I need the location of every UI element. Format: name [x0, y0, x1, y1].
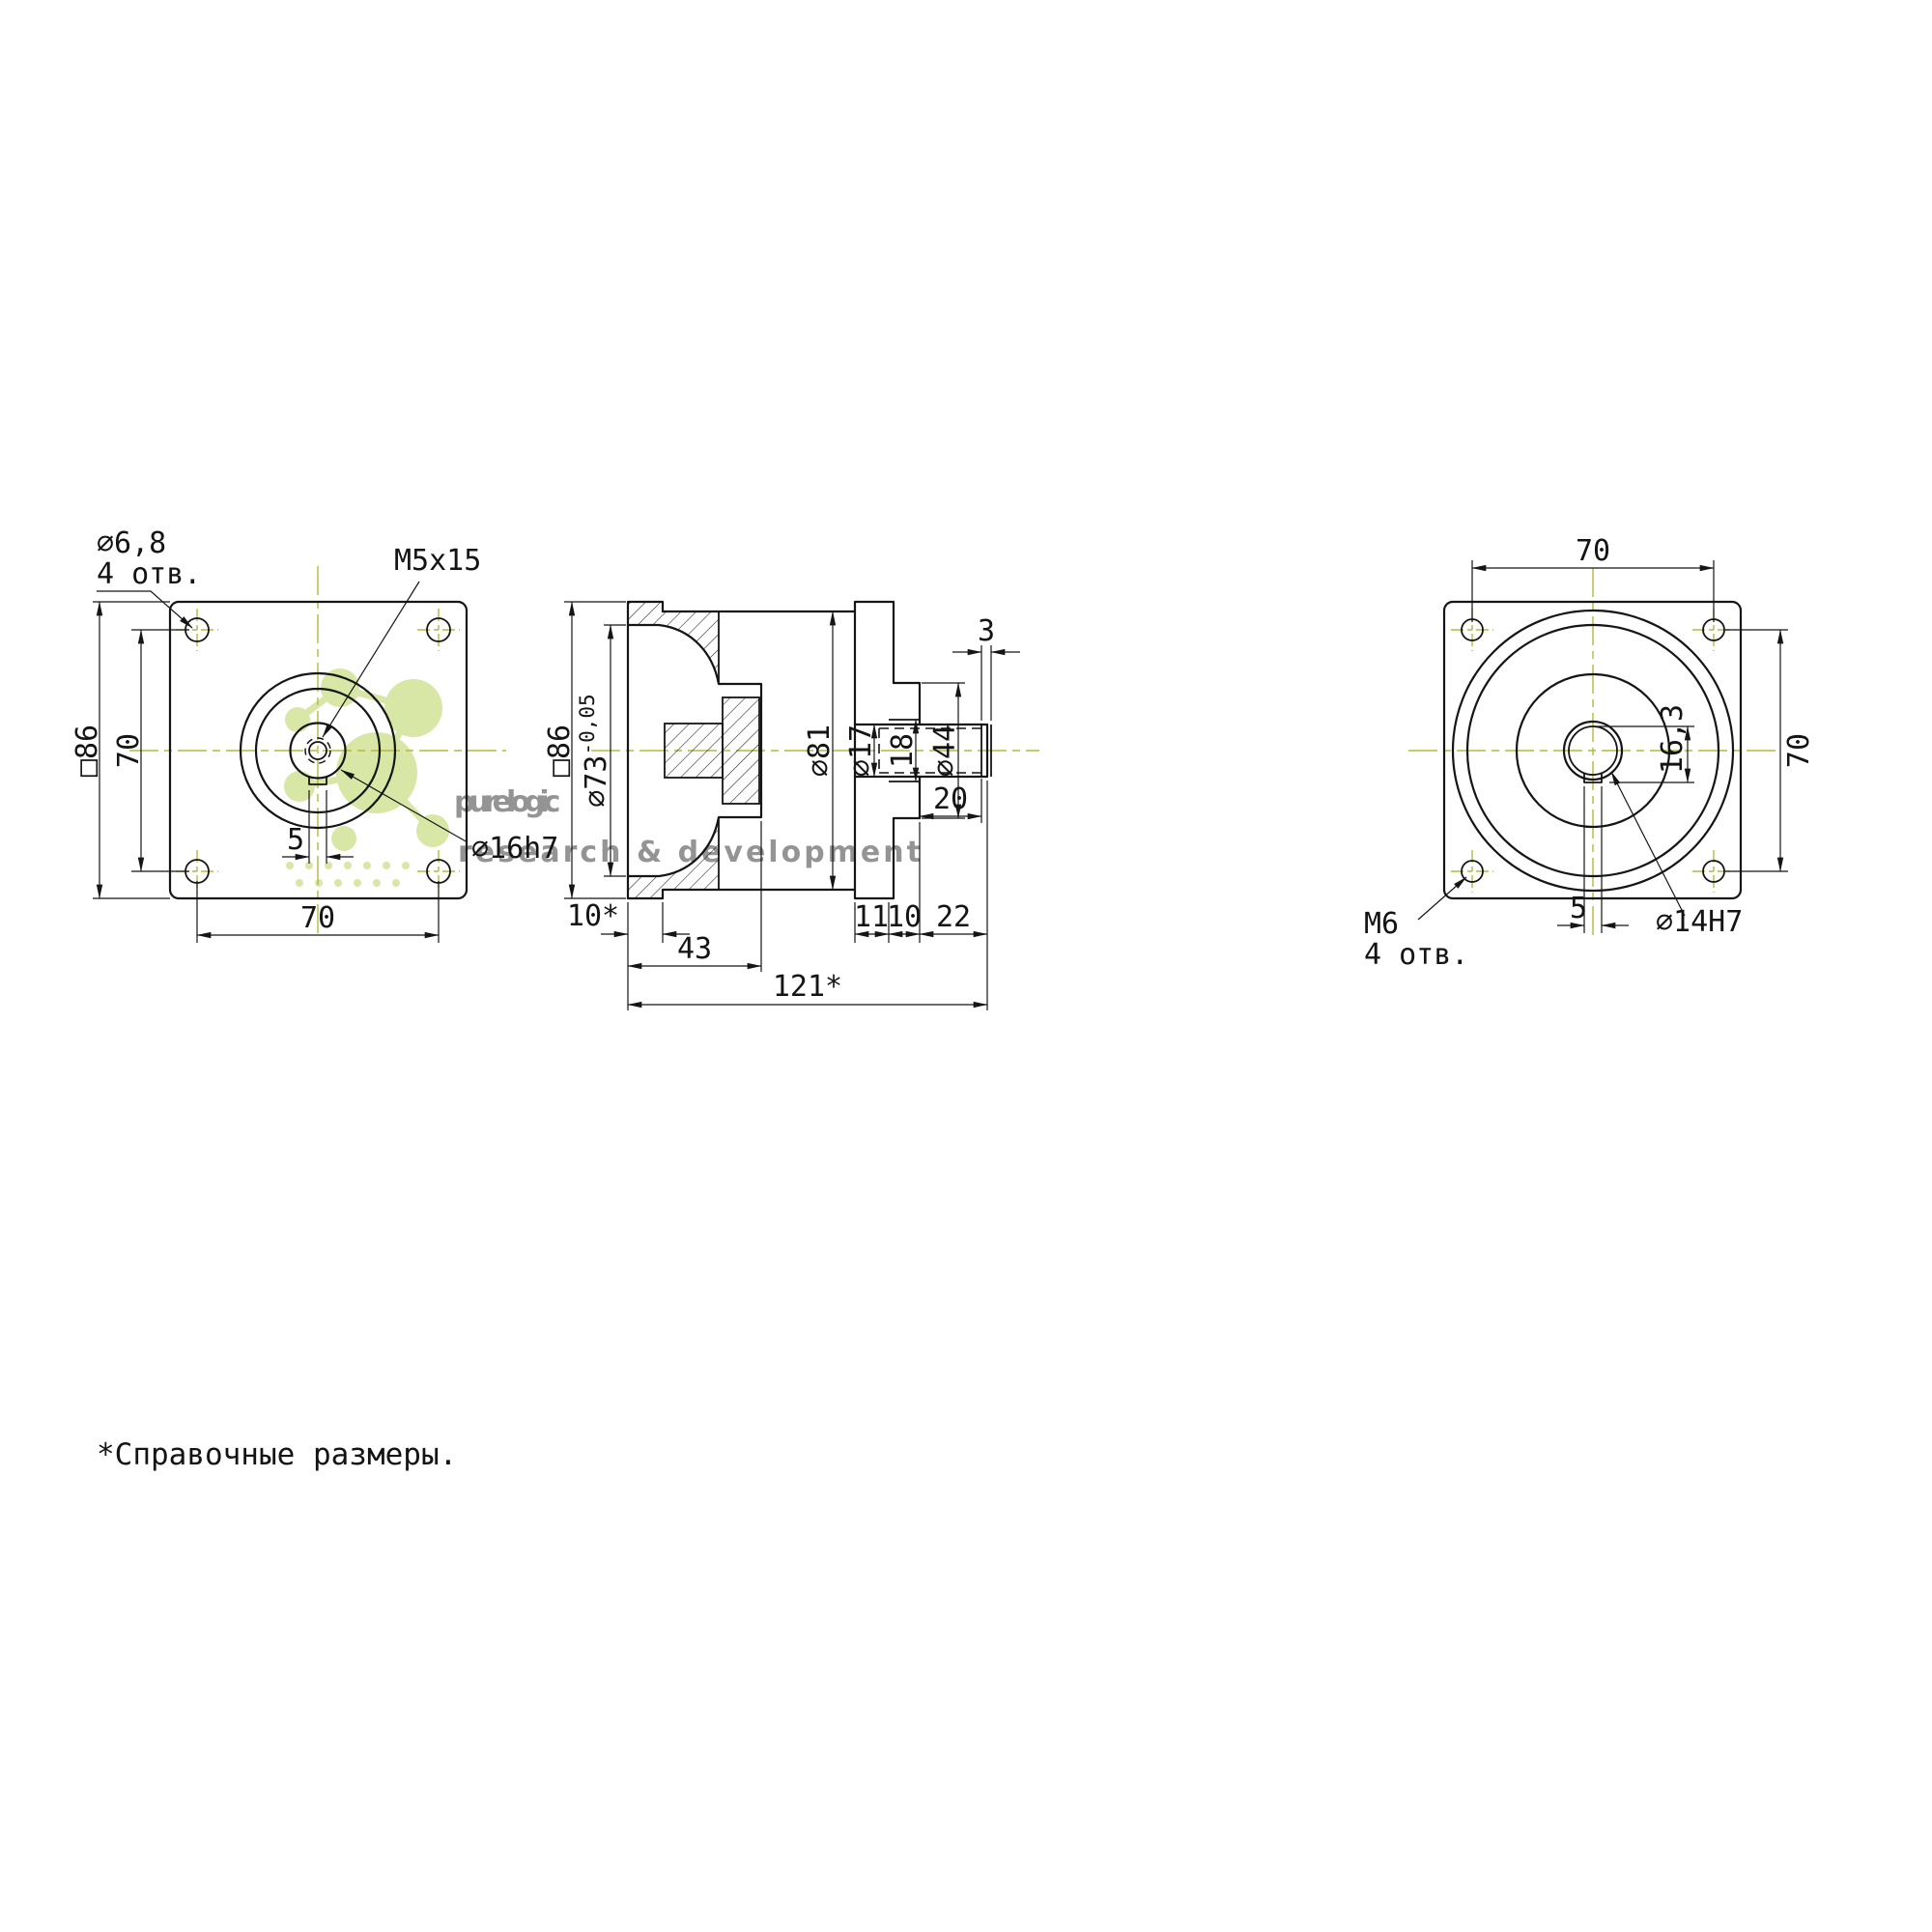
front-hole-crosshairs	[176, 609, 460, 893]
section-coupling-disc	[722, 696, 760, 805]
front-shaft-circle	[289, 722, 347, 780]
dim-section-body: ⌀81	[803, 724, 837, 777]
front-thread-circle	[304, 737, 331, 764]
dim-section-pilot: ⌀73-0,05	[576, 694, 613, 807]
section-shaft-outline	[853, 723, 989, 779]
molecule-node	[416, 814, 449, 847]
dim-section-boss: ⌀44	[928, 724, 962, 777]
watermark-molecule-dots	[284, 668, 449, 887]
front-view: □86 70 70 5 ⌀6,8 4 отв. M5x15 ⌀16h7	[71, 526, 558, 943]
back-body-circle	[1451, 609, 1735, 893]
pilot-dia-tolerance: -0,05	[576, 694, 599, 754]
section-groove-lines	[980, 724, 992, 777]
molecule-node	[384, 679, 442, 737]
back-keyway	[1583, 773, 1603, 783]
dim-section-hub: 18	[886, 733, 920, 768]
dim-section-pilot-depth: 10*	[567, 899, 619, 933]
section-cavity-outline	[626, 623, 763, 878]
section-housing-outline	[626, 600, 857, 900]
back-pilot-circle	[1465, 623, 1720, 878]
callout-back-bore: ⌀14H7	[1656, 905, 1743, 939]
back-shaft-circle	[1562, 720, 1624, 781]
back-corner-hole	[1461, 860, 1484, 883]
dim-front-key-width: 5	[287, 823, 304, 857]
front-boss-circle-outer	[239, 671, 397, 830]
front-centerlines	[129, 566, 506, 935]
front-keyway	[308, 777, 327, 785]
front-callouts: ⌀6,8 4 отв. M5x15 ⌀16h7	[97, 526, 558, 866]
front-flange-outline	[168, 600, 469, 900]
dim-section-groove-width: 3	[978, 614, 995, 648]
watermark: purelogic research & development	[284, 668, 921, 887]
front-boss-circle-inner	[254, 687, 382, 814]
back-boss-circle	[1515, 672, 1671, 829]
callout-front-shaft: ⌀16h7	[471, 832, 558, 866]
back-hole-crosshairs	[1451, 609, 1735, 893]
dim-section-square: □86	[543, 724, 577, 777]
leader-back-thread	[1417, 876, 1467, 921]
dim-front-spacing-h: 70	[300, 901, 335, 935]
callout-front-thread: M5x15	[394, 544, 481, 578]
section-view: □86 ⌀73-0,05 ⌀81 ⌀17 18 ⌀44 3 20 10* 11 …	[543, 600, 1039, 1010]
section-dimensions: □86 ⌀73-0,05 ⌀81 ⌀17 18 ⌀44 3 20 10* 11 …	[543, 601, 1020, 1010]
dim-back-key-depth: 16,3	[1656, 704, 1690, 774]
front-dimensions: □86 70 70 5	[71, 601, 440, 943]
front-extension-lines	[93, 601, 440, 943]
molecule-node	[285, 707, 310, 732]
front-tap-hole	[308, 741, 327, 760]
dim-section-shaft-len: 22	[936, 900, 971, 934]
dim-front-spacing-v: 70	[112, 733, 146, 768]
dim-back-top-spacing: 70	[1576, 534, 1610, 568]
dim-section-total: 121*	[773, 970, 842, 1004]
section-flange-outline	[853, 600, 895, 900]
back-centerlines	[1408, 568, 1776, 935]
leader-front-thread	[322, 581, 420, 738]
leader-front-shaft	[340, 769, 469, 843]
dim-section-inner-depth: 43	[677, 932, 712, 966]
dim-back-side-spacing: 70	[1782, 733, 1816, 768]
callout-back-thread: M6	[1364, 907, 1399, 941]
callout-front-hole-count: 4 отв.	[97, 557, 201, 591]
section-hidden-bore	[878, 727, 987, 774]
dim-front-square: □86	[71, 724, 104, 777]
back-view: 70 70 16,3 5 M6 4 отв. ⌀14H7	[1364, 534, 1816, 972]
front-main-centerlines	[129, 566, 506, 935]
dim-section-flange-thk: 11	[854, 900, 889, 934]
back-bore-circle	[1568, 725, 1618, 776]
molecule-node	[336, 732, 417, 813]
callout-front-hole-dia: ⌀6,8	[97, 526, 166, 560]
back-dimensions: 70 70 16,3 5	[1471, 534, 1816, 933]
dim-section-boss-len: 10	[887, 900, 922, 934]
dim-section-groove-offset: 20	[933, 782, 968, 816]
molecule-node	[331, 826, 356, 851]
back-callouts: M6 4 отв. ⌀14H7	[1364, 771, 1743, 972]
section-hatch-top	[627, 601, 720, 685]
molecule-node	[284, 771, 315, 802]
pilot-dia-value: ⌀73	[580, 755, 613, 808]
back-main-centerlines	[1408, 568, 1776, 935]
front-corner-hole	[426, 617, 451, 642]
watermark-brand: purelogic	[454, 785, 559, 819]
back-flange-outline	[1442, 600, 1743, 900]
leader-front-hole	[97, 590, 193, 629]
section-coupling-shaft	[664, 723, 724, 779]
dim-section-shaft-dia: ⌀17	[844, 724, 878, 777]
leader-back-bore	[1610, 771, 1686, 917]
callout-back-thread-count: 4 отв.	[1364, 938, 1468, 972]
reference-note: *Справочные размеры.	[97, 1437, 457, 1472]
dim-back-key-width: 5	[1570, 892, 1587, 925]
back-corner-hole	[1702, 860, 1725, 883]
watermark-dot-grid	[286, 862, 410, 887]
back-extension-lines	[1471, 560, 1788, 933]
